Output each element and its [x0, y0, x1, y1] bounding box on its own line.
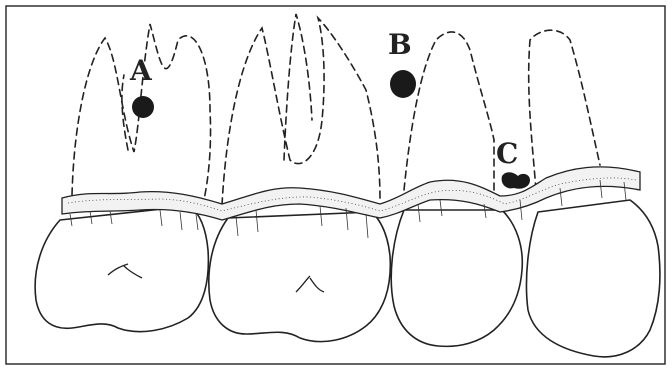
lesion-c-dot: [502, 172, 530, 189]
crown-tooth-3: [391, 210, 522, 346]
root-tooth-2: [222, 18, 380, 205]
root-tooth-1-inner: [122, 75, 128, 150]
root-tooth-3: [404, 32, 494, 190]
label-a: A: [129, 54, 153, 87]
label-c: C: [496, 137, 518, 170]
root-tooth-2-inner: [284, 14, 312, 160]
lesion-b-dot: [390, 70, 416, 98]
crown-tooth-1: [35, 206, 208, 332]
crown-tooth-4: [526, 200, 659, 357]
lesion-a-dot: [132, 96, 154, 118]
root-tooth-4: [529, 30, 600, 190]
label-b: B: [388, 28, 412, 61]
crown-tooth-2: [209, 212, 390, 342]
